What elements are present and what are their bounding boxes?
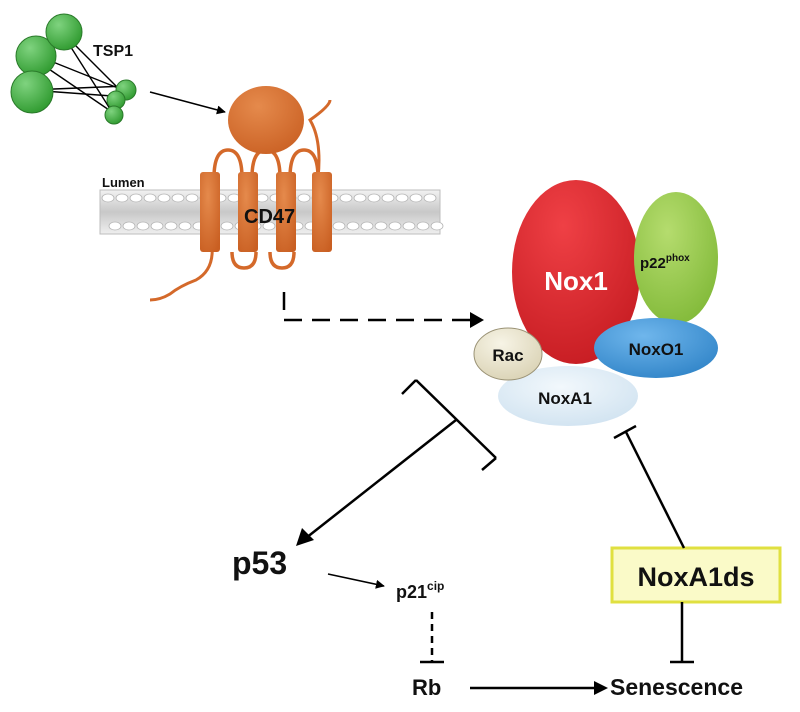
lipid-head [108, 221, 122, 231]
p21-superscript: cip [427, 579, 444, 593]
cd47-label: CD47 [244, 206, 295, 228]
lipid-head [353, 193, 367, 203]
p22phox-subunit [634, 192, 718, 324]
rac-label: Rac [492, 346, 523, 365]
senescence-label: Senescence [610, 674, 743, 700]
cd47-receptor: CD47 [149, 86, 332, 302]
tsp1-domain-circle [10, 70, 54, 114]
membrane-lipid-pattern [101, 193, 444, 231]
nox1-complex: Nox1 p22phox NoxO1 NoxA1 Rac [473, 180, 718, 426]
lipid-head [388, 221, 402, 231]
lipid-head [150, 221, 164, 231]
lipid-head [220, 221, 234, 231]
lipid-head [122, 221, 136, 231]
lumen-label: Lumen [102, 175, 145, 190]
cd47-loop [212, 148, 244, 179]
cd47-ig-domain [228, 86, 304, 154]
cd47-to-nox1-dashed-arrow [282, 292, 470, 322]
inhibition-bar-end [401, 379, 417, 395]
p22phox-label: p22phox [640, 253, 690, 272]
p53-label: p53 [232, 545, 287, 581]
noxa1-subunit [498, 366, 638, 426]
noxa1ds-to-nox1-inhibition [624, 431, 686, 549]
nox1-label: Nox1 [544, 266, 608, 296]
lipid-head [157, 193, 171, 203]
lipid-head [381, 193, 395, 203]
cd47-loop [288, 148, 320, 179]
noxa1-label: NoxA1 [538, 389, 592, 408]
lipid-head [416, 221, 430, 231]
lipid-head [374, 221, 388, 231]
noxo1-subunit [594, 318, 718, 378]
cd47-to-nox1-arrowhead [470, 312, 484, 328]
noxa1ds-to-nox1-inhibition-bar [613, 424, 637, 440]
rb-label: Rb [412, 675, 441, 700]
cd47-tm-helix [238, 172, 258, 252]
cd47-tether [307, 99, 332, 179]
lipid-head [346, 221, 360, 231]
nox1-subunit [512, 180, 640, 364]
cd47-tm-helix [312, 172, 332, 252]
lipid-head [409, 193, 423, 203]
lipid-head [360, 221, 374, 231]
tsp1-to-cd47-arrow [149, 91, 226, 115]
lipid-head [164, 221, 178, 231]
lipid-head [136, 221, 150, 231]
lipid-head [367, 193, 381, 203]
lipid-head [178, 221, 192, 231]
tsp1-domain-circle [104, 105, 124, 125]
tsp1-cluster: TSP1 [10, 13, 137, 125]
p53-to-p21-arrow [327, 573, 385, 589]
p22-base: p22 [640, 255, 666, 272]
lipid-head [423, 193, 437, 203]
lipid-head [101, 193, 115, 203]
lipid-head [297, 193, 311, 203]
lipid-head [332, 221, 346, 231]
cd47-loop [230, 251, 258, 270]
lipid-head [185, 193, 199, 203]
lipid-head [402, 221, 416, 231]
cd47-loop [268, 251, 296, 270]
lipid-head [115, 193, 129, 203]
lipid-head [143, 193, 157, 203]
lipid-head [171, 193, 185, 203]
inhibition-bar [415, 379, 497, 459]
lipid-head [430, 221, 444, 231]
p21-base: p21 [396, 582, 427, 602]
tsp1-domain-circle [45, 13, 83, 51]
lipid-head [395, 193, 409, 203]
rac-subunit [473, 327, 543, 381]
lipid-head [339, 193, 353, 203]
inhibition-bracket [401, 379, 497, 471]
bracket-to-p53-arrowhead [296, 528, 314, 546]
lipid-head [262, 221, 276, 231]
tsp1-label: TSP1 [93, 43, 133, 60]
noxo1-label: NoxO1 [629, 340, 684, 359]
lipid-head [129, 193, 143, 203]
p21cip-label: p21cip [396, 579, 444, 602]
cell-membrane: Lumen [99, 175, 444, 235]
inhibition-bar-end [481, 457, 497, 471]
p22-superscript: phox [666, 253, 690, 264]
bracket-to-p53-arrow [305, 419, 457, 539]
noxa1ds-box [610, 546, 782, 604]
cd47-tm-helix [200, 172, 220, 252]
rb-to-senescence-arrowhead [594, 681, 608, 695]
noxa1ds-label: NoxA1ds [637, 562, 754, 592]
cd47-cytoplasmic-tail [149, 245, 214, 302]
cd47-tm-helix [276, 172, 296, 252]
